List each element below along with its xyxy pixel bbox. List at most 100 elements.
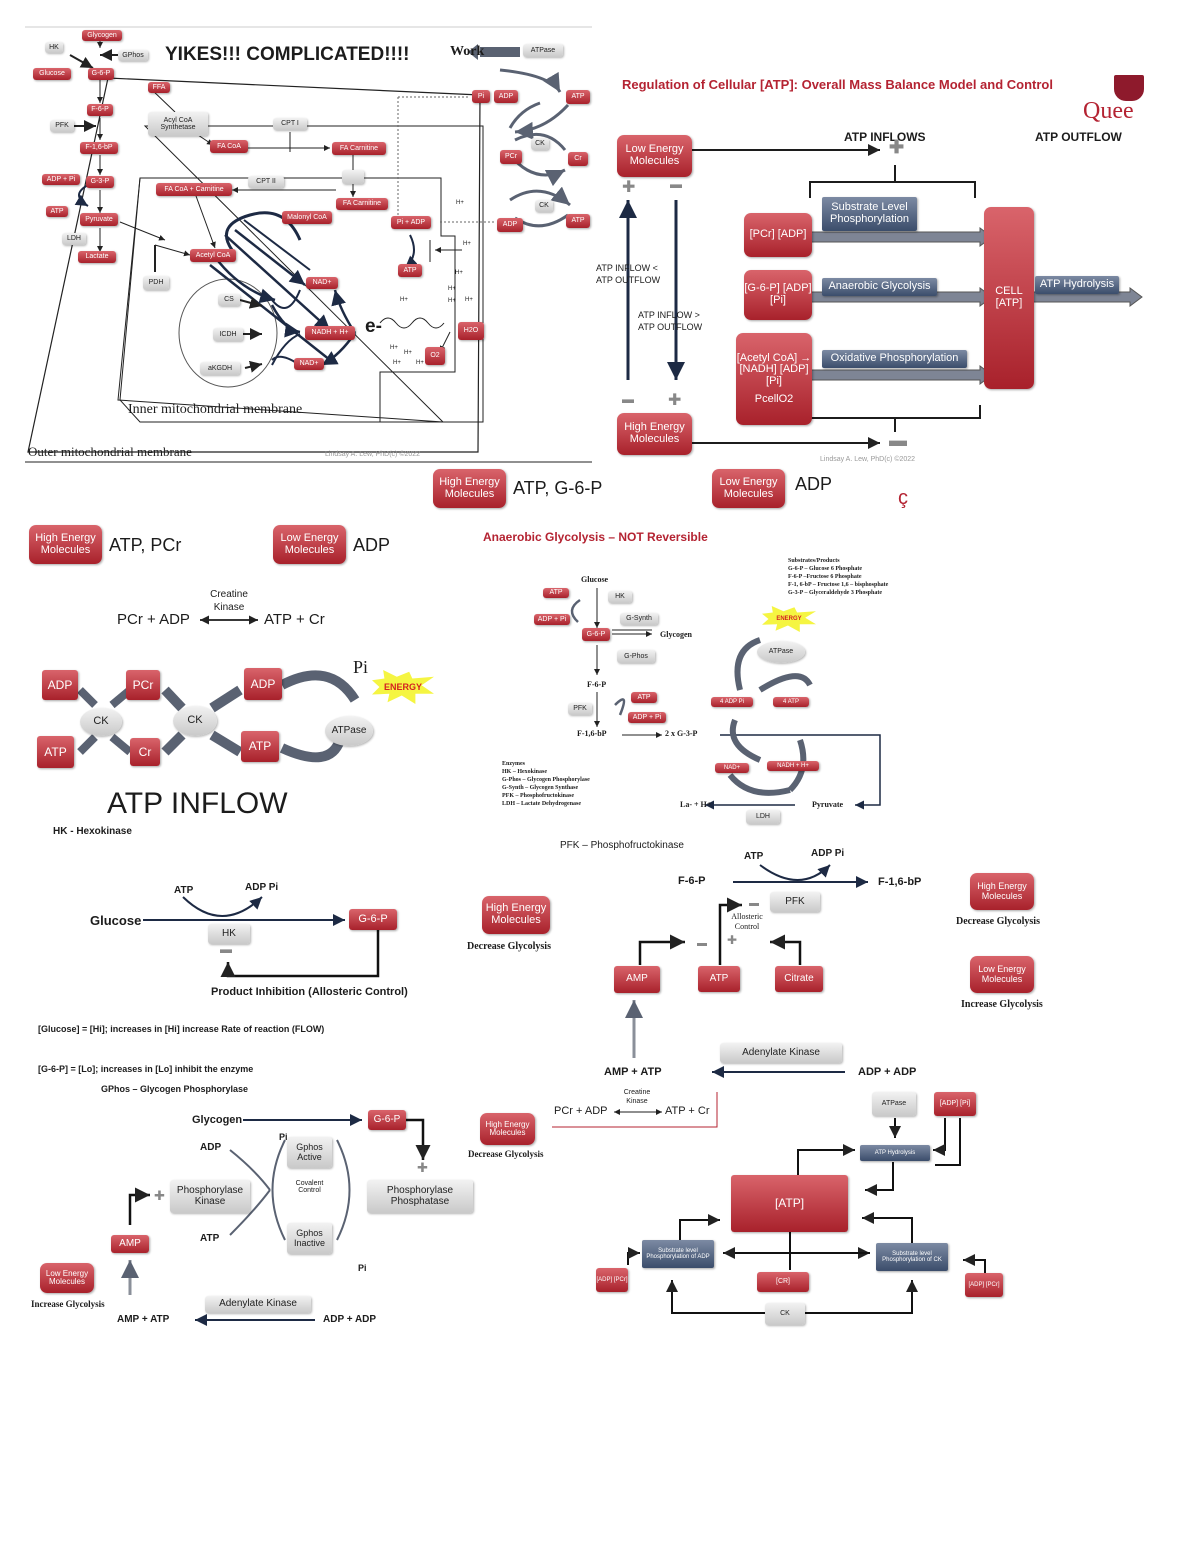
atp-inflow-label: ATP INFLOW: [107, 787, 288, 820]
g3p-box: G-3-P: [86, 176, 114, 188]
ck-high-text: ATP, PCr: [109, 535, 182, 555]
ck-enzyme-2: CK: [173, 706, 217, 736]
pfk-atp-label: ATP: [744, 851, 764, 862]
inflow-lt-label: ATP INFLOW < ATP OUTFLOW: [596, 263, 661, 285]
high-energy-box: High Energy Molecules: [617, 413, 692, 455]
hk-definition: HK - Hexokinase: [53, 826, 132, 837]
an-adp-pi-box: ADP + Pi: [534, 614, 570, 625]
logo-text: Quee: [1083, 98, 1134, 124]
an-gphos-box: G-Phos: [617, 650, 655, 663]
net-atp-box: [ATP]: [731, 1175, 848, 1232]
hook-icon: ç: [898, 487, 908, 509]
pfk-plus-icon: ✚: [727, 933, 738, 947]
substrate-item: F-1, 6-bP – Fructose 1,6 – bisphosphate: [788, 582, 889, 588]
ck-low-text: ADP: [353, 535, 391, 555]
gphos-definition: GPhos – Glycogen Phosphorylase: [101, 1084, 249, 1094]
legend-high-energy-box: High Energy Molecules: [433, 469, 506, 508]
covalent-control-label: Covalent Control: [295, 1180, 324, 1194]
pfk-atp-box: ATP: [698, 966, 740, 992]
atp-box: ATP: [46, 206, 68, 217]
h-plus-8: H+: [390, 345, 398, 351]
an-nad-box: NAD+: [715, 763, 749, 773]
hk-minus-icon: ▬: [220, 942, 232, 956]
ck-low-energy-box: Low Energy Molecules: [273, 525, 346, 564]
credit-text: Lindsay A. Lew, PhD(c) ©2022: [325, 451, 421, 458]
path-anaerobic-box: Anaerobic Glycolysis: [822, 278, 937, 296]
acyl-coa-synthetase-box: Acyl CoA Synthetase: [148, 112, 208, 136]
an-pfk-box: PFK: [568, 703, 592, 715]
gly-amp-atp-label: AMP + ATP: [117, 1314, 170, 1325]
an-glucose-label: Glucose: [581, 575, 609, 584]
atp-mid-box: ATP: [398, 264, 422, 277]
hk-box: HK: [45, 42, 63, 53]
minus-icon-2: ▬: [670, 177, 682, 191]
hk-glucose-label: Glucose: [90, 913, 142, 928]
src-acetyl-label: [Acetyl CoA] → [NADH] [ADP] [Pi]: [736, 351, 812, 387]
plus-icon: ✚: [889, 137, 905, 157]
ck-adp2-box: ADP: [244, 668, 282, 700]
h-plus-10: H+: [393, 360, 401, 366]
gly-adp-label: ADP: [200, 1142, 222, 1153]
h2o-box: H2O: [458, 322, 484, 340]
src-pcello2-label: PcellO2: [754, 392, 794, 405]
inflows-label: ATP INFLOWS: [844, 130, 926, 144]
regulation-title: Regulation of Cellular [ATP]: Overall Ma…: [622, 77, 1053, 92]
electron-label: e-: [365, 316, 382, 337]
gly-pi-label: Pi: [279, 1132, 288, 1142]
hydrolysis-box: ATP Hydrolysis: [1035, 276, 1119, 294]
g6p-note: [G-6-P] = [Lo]; increases in [Lo] inhibi…: [38, 1064, 254, 1074]
atpase-ellipse: ATPase: [325, 716, 373, 746]
net-cr-box: [CR]: [757, 1272, 809, 1292]
ck-enzyme-1: CK: [80, 708, 122, 736]
pfk-high-energy-box: High Energy Molecules: [970, 873, 1034, 910]
pfk-adp-adp-label: ADP + ADP: [858, 1066, 917, 1078]
pfk-minus-icon: ▬: [749, 898, 759, 909]
f16bp-box: F-1,6-bP: [80, 142, 118, 154]
lactate-box: Lactate: [78, 251, 116, 263]
h-plus-2: H+: [463, 241, 471, 247]
pcr-adp-eq: PCr + ADP: [117, 611, 190, 628]
net-slp-adp-box: Substrate level Phosphorylation of ADP: [642, 1240, 714, 1268]
an-nadh-box: NADH + H+: [767, 761, 819, 771]
an-pyruvate-label: Pyruvate: [812, 800, 844, 809]
ck-high-energy-box: High Energy Molecules: [29, 525, 102, 564]
atpase-box: ATPase: [523, 44, 563, 57]
outflow-label: ATP OUTFLOW: [1035, 130, 1122, 144]
ck-atp2-box: ATP: [241, 731, 279, 762]
fa-coa-carnitine-box: FA CoA + Carnitine: [156, 183, 232, 196]
substrate-item: F-6-P –Fructose 6 Phosphate: [788, 574, 862, 580]
an-atp-box: ATP: [543, 588, 569, 598]
fa-carnitine-2-box: FA Carnitine: [336, 198, 388, 210]
an-g3p-label: 2 x G-3-P: [665, 729, 698, 738]
substrates-legend: Substrates/Products G-6-P – Glucose 6 Ph…: [788, 557, 888, 597]
atp-low-box: ATP: [566, 214, 590, 228]
atp-cr-eq: ATP + Cr: [264, 611, 325, 628]
icdh-box: ICDH: [213, 328, 243, 341]
carrier-box: [342, 170, 364, 184]
plus-icon-2: ✚: [622, 179, 636, 196]
enzyme-item: LDH – Lactate Dehydrogenase: [502, 801, 582, 807]
pfk-title: PFK – Phosphofructokinase: [560, 840, 684, 851]
substrates-title: Substrates/Products: [788, 558, 840, 564]
cr-box: Cr: [568, 152, 588, 166]
kinase-plus-icon: ✚: [154, 1188, 165, 1203]
legend-low-energy-box: Low Energy Molecules: [712, 469, 785, 508]
pfk-enzyme-box: PFK: [770, 892, 820, 912]
h-plus-7: H+: [400, 297, 408, 303]
enzyme-item: HK – Hexokinase: [502, 769, 548, 775]
src-g6p-box: [G-6-P] [ADP] [Pi]: [744, 270, 812, 320]
pi-label: Pi: [353, 657, 369, 677]
enzymes-title: Enzymes: [502, 761, 525, 767]
enzyme-item: PFK – Phosphofructokinase: [502, 793, 575, 799]
pfk-decrease-glycolysis: Decrease Glycolysis: [956, 916, 1040, 927]
nad-2-box: NAD+: [294, 358, 324, 370]
net-atpase-box: ATPase: [872, 1092, 916, 1116]
h-plus-9: H+: [404, 350, 412, 356]
ck-2-box: CK: [535, 200, 553, 212]
pfk-pcr-adp-label: PCr + ADP: [554, 1105, 608, 1117]
h-plus-5: H+: [448, 298, 456, 304]
an-hk-box: HK: [608, 591, 632, 603]
enzymes-legend: Enzymes HK – Hexokinase G-Phos – Glycoge…: [502, 760, 590, 808]
pfk-amp-atp-label: AMP + ATP: [604, 1066, 662, 1078]
gphos-box: GPhos: [118, 50, 148, 61]
